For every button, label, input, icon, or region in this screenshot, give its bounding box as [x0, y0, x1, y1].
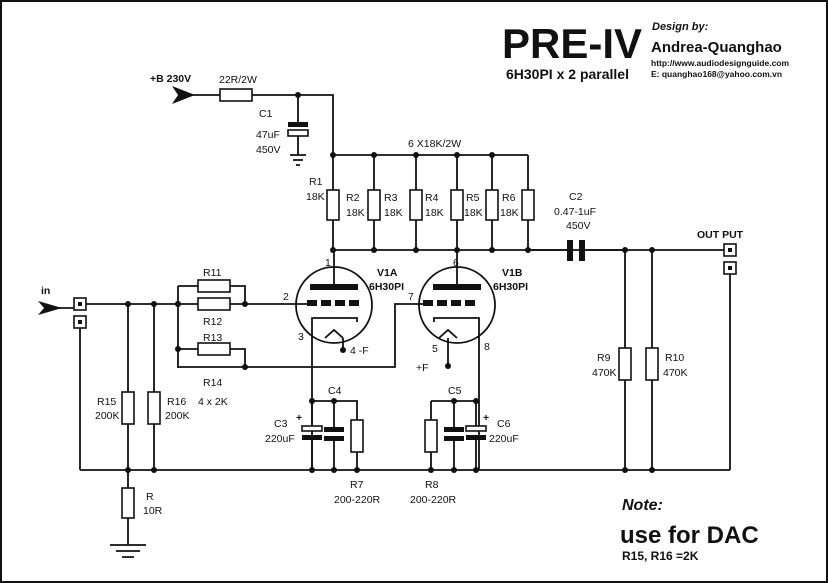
r-name: R — [146, 491, 154, 503]
resistor-r11 — [197, 279, 231, 293]
supply-resistor-label: 22R/2W — [219, 74, 257, 86]
r16-value: 200K — [165, 410, 190, 422]
v1a-pin-grid: 2 — [283, 291, 289, 303]
v1a-pin-heater: 4 -F — [350, 345, 369, 357]
c6-value: 220uF — [489, 433, 519, 445]
r7-name: R7 — [350, 479, 364, 491]
capacitor-c5 — [444, 427, 464, 432]
c5-name: C5 — [448, 385, 462, 397]
svg-text:+: + — [296, 412, 302, 424]
svg-text:+: + — [483, 412, 489, 424]
c1-voltage: 450V — [256, 144, 281, 156]
anode-resistors — [326, 155, 535, 250]
r5-value: 18K — [464, 207, 483, 219]
r14-name: R14 — [203, 377, 222, 389]
tube-v1b — [418, 250, 496, 470]
resistor-r — [121, 487, 135, 519]
anode-bank-label: 6 X18K/2W — [408, 138, 461, 150]
author-name: Andrea-Quanghao — [651, 39, 782, 56]
capacitor-c4 — [324, 427, 344, 432]
note-use: use for DAC — [620, 522, 759, 549]
note-heading: Note: — [622, 497, 663, 514]
c1-name: C1 — [259, 108, 273, 120]
r11-name: R11 — [203, 267, 222, 279]
resistor-r10 — [645, 347, 659, 381]
r5-name: R5 — [466, 192, 480, 204]
capacitor-c2 — [567, 240, 573, 261]
v1b-pin-heater: 5 — [432, 343, 438, 355]
tube-v1a — [290, 250, 373, 470]
r6-name: R6 — [502, 192, 516, 204]
resistor-r13 — [197, 342, 231, 356]
r9-value: 470K — [592, 367, 617, 379]
resistor-r9 — [618, 347, 632, 381]
capacitor-c1-plate — [288, 122, 308, 127]
note-detail: R15, R16 =2K — [622, 549, 699, 563]
author-website: http://www.audiodesignguide.com — [651, 58, 789, 68]
schematic-title: PRE-IV — [502, 20, 642, 67]
r6-value: 18K — [500, 207, 519, 219]
r13-name: R13 — [203, 332, 222, 344]
output-label: OUT PUT — [697, 229, 744, 241]
r2-value: 18K — [346, 207, 365, 219]
c2-voltage: 450V — [566, 220, 591, 232]
c2-value: 0.47-1uF — [554, 206, 596, 218]
v1b-pin-cathode: 8 — [484, 341, 490, 353]
v1a-type: 6H30PI — [369, 281, 404, 293]
v1b-heater-label: +F — [416, 362, 429, 374]
design-by-label: Design by: — [652, 21, 709, 33]
resistor-r8 — [424, 419, 438, 453]
r15-value: 200K — [95, 410, 120, 422]
input-label: in — [41, 285, 50, 297]
capacitor-c6 — [465, 425, 487, 432]
r10-name: R10 — [665, 352, 684, 364]
tube-config: 6H30PI x 2 parallel — [506, 66, 629, 82]
input-terminal[interactable] — [73, 297, 87, 329]
v1a-pin-cathode: 3 — [298, 331, 304, 343]
resistor-r15 — [121, 391, 135, 425]
c4-name: C4 — [328, 385, 342, 397]
v1b-pin-grid: 7 — [408, 291, 414, 303]
capacitor-c3 — [301, 425, 323, 432]
resistor-r7 — [350, 419, 364, 453]
r8-value: 200-220R — [410, 494, 457, 506]
v1a-name: V1A — [377, 267, 398, 279]
r16-name: R16 — [167, 396, 186, 408]
supply-label: +B 230V — [150, 73, 191, 85]
c3-value: 220uF — [265, 433, 295, 445]
r1-name: R1 — [309, 176, 323, 188]
r4-name: R4 — [425, 192, 439, 204]
r12-name: R12 — [203, 316, 222, 328]
resistor-r16 — [147, 391, 161, 425]
r4-value: 18K — [425, 207, 444, 219]
r10-value: 470K — [663, 367, 688, 379]
r15-name: R15 — [97, 396, 116, 408]
r7-value: 200-220R — [334, 494, 381, 506]
v1b-type: 6H30PI — [493, 281, 528, 293]
author-email: E: quanghao168@yahoo.com.vn — [651, 69, 782, 79]
r9-name: R9 — [597, 352, 611, 364]
c3-name: C3 — [274, 418, 288, 430]
r3-name: R3 — [384, 192, 398, 204]
v1a-pin-plate: 1 — [325, 257, 331, 269]
r2-name: R2 — [346, 192, 360, 204]
c1-value: 47uF — [256, 129, 280, 141]
output-terminal[interactable] — [723, 243, 737, 275]
resistor-22r — [219, 88, 253, 102]
resistor-r12 — [197, 297, 231, 311]
c2-name: C2 — [569, 191, 583, 203]
v1b-pin-plate: 6 — [453, 257, 459, 269]
r-value: 10R — [143, 505, 163, 517]
r3-value: 18K — [384, 207, 403, 219]
c6-name: C6 — [497, 418, 511, 430]
r8-name: R8 — [425, 479, 439, 491]
v1b-name: V1B — [502, 267, 523, 279]
r1-value: 18K — [306, 191, 325, 203]
grid-resistor-value: 4 x 2K — [198, 396, 228, 408]
